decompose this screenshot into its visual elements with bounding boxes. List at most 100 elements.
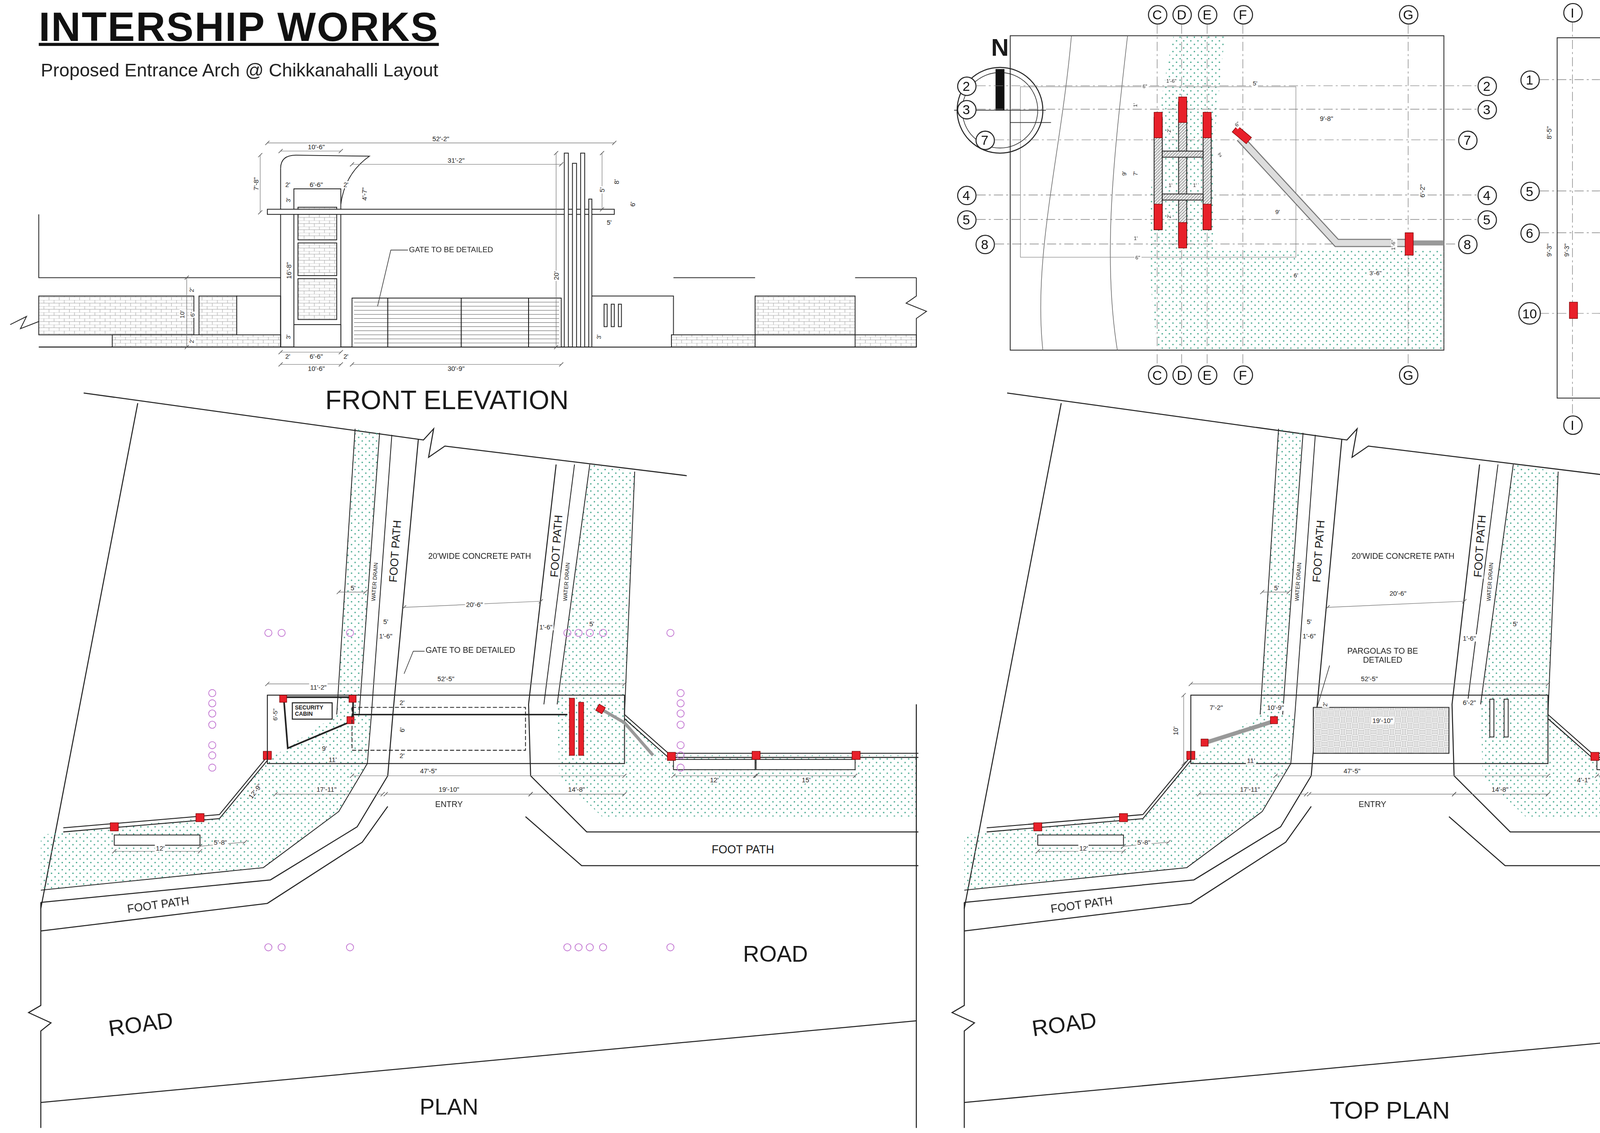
drawing-rect (1010, 35, 1445, 350)
dimension-tick (380, 791, 385, 796)
dimension-label: 30'-9" (446, 364, 466, 373)
heading-label: PLAN (418, 1094, 480, 1120)
grid-marker (208, 689, 216, 697)
grid-bubble: E (1197, 364, 1217, 385)
compound-wall (1547, 718, 1600, 757)
compound-wall (63, 760, 268, 832)
dimension-label: 52'-5" (1360, 675, 1379, 683)
dimension-label: 1'-6" (1391, 238, 1397, 251)
lawn-hatch (1149, 35, 1445, 350)
dimension-line (351, 164, 561, 165)
dimension-label: 20'-6" (465, 600, 485, 608)
dimension-line (601, 153, 603, 210)
compound-wall (986, 760, 1191, 832)
dimension-label: 5' (588, 619, 596, 627)
dimension-label: 9'-3" (1562, 242, 1570, 258)
drawing-rect (604, 304, 608, 327)
drawing-line (359, 432, 380, 715)
dimension-label: 5' (605, 218, 614, 227)
dimension-line (1191, 683, 1549, 685)
grid-label: 1 (1525, 72, 1534, 87)
dimension-tick (1181, 761, 1186, 766)
dimension-tick (402, 604, 407, 609)
grid-bubble: 3 (1476, 99, 1497, 119)
dimension-label: 6'-2" (1461, 698, 1477, 706)
grid-label: 6 (1525, 226, 1534, 240)
heading-label: FOOT PATH (1310, 518, 1327, 584)
grid-bubble: 5 (956, 209, 977, 230)
dimension-tick (278, 148, 283, 153)
dimension-label: 4'-1" (1576, 775, 1592, 783)
dimension-tick (1595, 773, 1600, 778)
grid-line (976, 85, 1477, 86)
drawing-rect (1162, 151, 1204, 158)
drawing-rect (671, 334, 756, 347)
heading-label: FOOT PATH (125, 893, 192, 915)
drawing-line (964, 434, 1316, 890)
dimension-tick (197, 844, 202, 849)
dimension-label: 5'-8" (1136, 838, 1152, 846)
dimension-label: ENTRY (434, 800, 464, 810)
grid-marker (563, 943, 571, 951)
dimension-tick (622, 773, 627, 778)
dimension-line (186, 277, 187, 347)
compound-wall (624, 714, 919, 753)
heading-label: FOOT PATH (1048, 893, 1115, 915)
drawing-line (673, 277, 756, 279)
pillar-mark (595, 703, 606, 714)
pillar-mark (346, 716, 355, 724)
dimension-label: 2' (398, 698, 406, 706)
pergola (1313, 706, 1449, 753)
footpath-hatch (964, 428, 1304, 890)
dimension-tick (622, 681, 627, 686)
dimension-label: 1' (1167, 182, 1174, 189)
heading-label: FRONT ELEVATION (324, 385, 570, 415)
dimension-tick (1260, 589, 1265, 594)
dimension-label: 10'-9" (1266, 703, 1285, 711)
grid-marker (676, 741, 685, 749)
dimension-tick (338, 362, 343, 367)
dimension-tick (278, 362, 283, 367)
dimension-label: 14'-8" (1490, 785, 1510, 793)
grid-bubble: D (1172, 4, 1192, 24)
grid-label: C (1152, 7, 1162, 22)
dimension-tick (350, 162, 355, 167)
dimension-line (1309, 793, 1454, 795)
dimension-label: 3'-6" (1368, 270, 1383, 277)
grid-bubble: F (1233, 364, 1253, 385)
grid-label: I (1570, 417, 1575, 432)
heading-label: FOOT PATH (1471, 513, 1488, 579)
dimension-tick (363, 589, 368, 594)
grid-bubble: 2 (956, 75, 977, 96)
wall-segment (1204, 720, 1276, 743)
dimension-label: 6' (398, 726, 406, 734)
security-cabin: SECURITY CABIN (291, 702, 333, 720)
dimension-tick (112, 848, 117, 854)
drawing-rect (618, 304, 622, 327)
grid-bubble: 8 (974, 234, 995, 254)
dimension-label: 1' (1132, 235, 1139, 242)
dimension-label: 19'-10" (437, 785, 461, 793)
drawing-rect (1162, 193, 1204, 200)
dimension-line (385, 793, 531, 795)
grid-bubble: 7 (974, 129, 995, 150)
heading-label: FOOT PATH (547, 513, 565, 579)
dimension-label: 47'-5" (1342, 766, 1362, 774)
drawing-line (40, 1020, 917, 1103)
grid-label: C (1152, 367, 1162, 382)
dimension-line (275, 793, 383, 795)
dimension-label: 1'-6" (538, 622, 554, 631)
dimension-label: 3' (595, 333, 603, 341)
dimension-label: 9' (1121, 170, 1129, 178)
dimension-tick (1304, 791, 1309, 796)
grid-marker (264, 629, 272, 637)
dimension-label: 20'WIDE CONCRETE PATH (422, 552, 537, 562)
grid-line (976, 219, 1477, 220)
dimension-tick (336, 589, 341, 594)
dimension-label: 6' (1292, 272, 1300, 280)
dimension-label: 3' (285, 333, 293, 341)
drawing-line (915, 704, 917, 1128)
arch-outline (267, 694, 625, 764)
front-elevation (10, 140, 927, 367)
